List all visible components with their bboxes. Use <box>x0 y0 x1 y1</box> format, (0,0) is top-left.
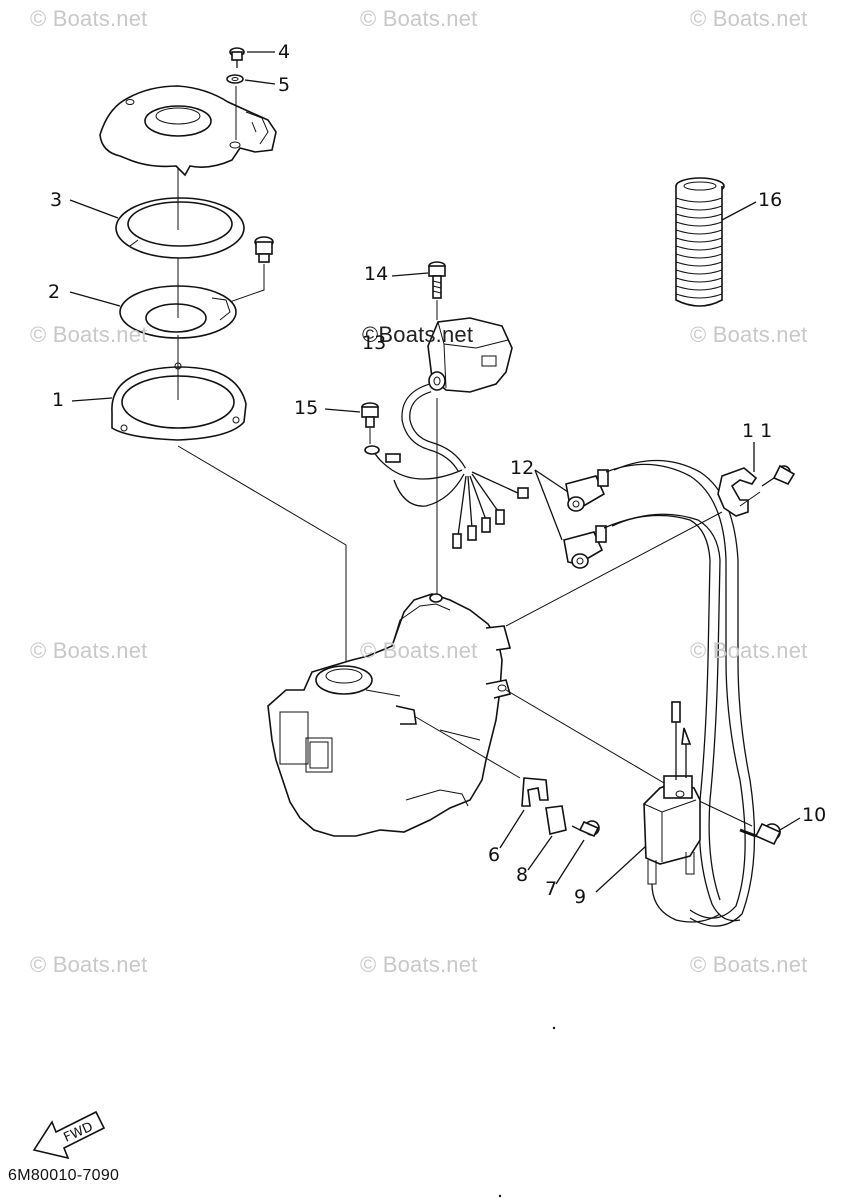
callout-10: 10 <box>802 804 827 826</box>
part-3-ring[interactable] <box>115 197 245 259</box>
part-14-bolt[interactable] <box>428 261 446 299</box>
leader-16 <box>721 201 757 221</box>
guide-coil-crankcase <box>505 689 677 791</box>
callout-2: 2 <box>48 281 61 303</box>
leader-6 <box>499 809 525 849</box>
watermark: © Boats.net <box>30 952 148 977</box>
part-2-bolt[interactable] <box>254 236 274 263</box>
leader-7 <box>555 839 585 885</box>
watermark: © Boats.net <box>30 322 148 347</box>
stray-dot <box>498 1194 502 1198</box>
callout-7: 7 <box>545 878 558 900</box>
leader-14 <box>391 272 429 277</box>
leader-10 <box>779 817 801 831</box>
callout-3: 3 <box>50 189 63 211</box>
watermark: © Boats.net <box>690 6 808 31</box>
part-10-bolt[interactable] <box>739 822 782 846</box>
watermark: © Boats.net <box>690 638 808 663</box>
callout-5: 5 <box>278 74 291 96</box>
part-8-pad[interactable] <box>545 805 567 835</box>
wire-harness[interactable] <box>364 383 529 549</box>
guide-11 <box>739 491 761 507</box>
part-13-cdi-unit[interactable] <box>427 317 513 393</box>
leader-12 <box>534 469 569 541</box>
watermark: © Boats.net <box>360 638 478 663</box>
watermark: © Boats.net <box>690 952 808 977</box>
guide-gasket-crankcase <box>177 445 347 662</box>
callout-1: 1 <box>52 389 65 411</box>
guide-bracket-crankcase <box>413 715 521 779</box>
callout-12: 12 <box>510 457 535 479</box>
part-9-ignition-coil[interactable] <box>643 701 721 923</box>
callout-15: 15 <box>294 397 319 419</box>
watermark-overlay: ©Boats.net <box>362 322 474 347</box>
fwd-arrow: FWD <box>32 1110 106 1160</box>
part-7-screw[interactable] <box>571 820 600 838</box>
leader-8 <box>527 835 553 871</box>
high-tension-leads[interactable] <box>603 459 756 927</box>
callout-11: 1 1 <box>742 420 773 442</box>
part-16-corrugated-tube[interactable] <box>675 177 725 307</box>
guide-clamp-crankcase <box>505 511 723 627</box>
leader-15 <box>324 408 361 413</box>
leader-1 <box>71 397 113 402</box>
watermark: © Boats.net <box>360 6 478 31</box>
crankcase-block[interactable] <box>267 593 512 837</box>
part-11-clamp[interactable] <box>717 467 758 517</box>
watermark: © Boats.net <box>30 638 148 663</box>
leader-3 <box>69 199 119 219</box>
part-6-bracket[interactable] <box>521 777 549 807</box>
part-12-plug-cap-upper[interactable] <box>565 469 609 512</box>
stator-cover[interactable] <box>99 85 277 177</box>
part-code: 6M80010-7090 <box>8 1167 120 1184</box>
callout-14: 14 <box>364 263 389 285</box>
watermark: © Boats.net <box>360 952 478 977</box>
part-12-plug-cap-lower[interactable] <box>563 525 607 569</box>
callout-9: 9 <box>574 886 587 908</box>
part-5-washer[interactable] <box>226 74 244 84</box>
leader-5 <box>244 79 276 85</box>
part-15-bolt[interactable] <box>361 402 379 428</box>
leader-9 <box>595 845 647 893</box>
leader-2 <box>69 291 121 307</box>
callout-4: 4 <box>278 41 291 63</box>
part-1-gasket[interactable] <box>111 362 247 441</box>
callout-8: 8 <box>516 864 529 886</box>
watermark: © Boats.net <box>690 322 808 347</box>
part-11-screw[interactable] <box>761 464 796 487</box>
callout-13: 13 <box>362 332 387 354</box>
callout-16: 16 <box>758 189 783 211</box>
stray-dot <box>552 1026 556 1030</box>
callout-6: 6 <box>488 844 501 866</box>
watermark: © Boats.net <box>30 6 148 31</box>
fwd-label: FWD <box>62 1120 96 1146</box>
part-4-screw[interactable] <box>229 47 245 68</box>
